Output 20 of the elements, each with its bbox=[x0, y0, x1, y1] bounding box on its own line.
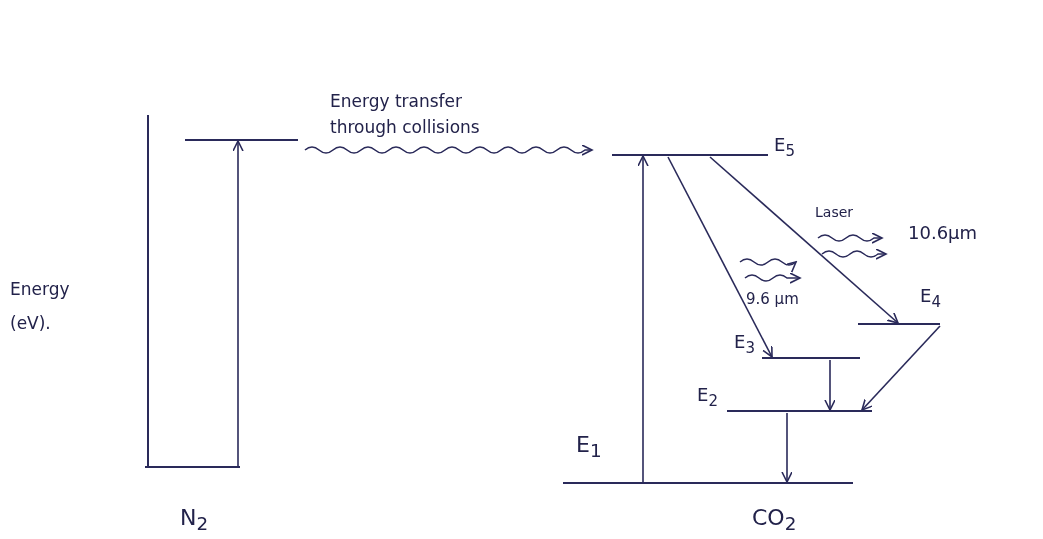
text-label: 10.6µm bbox=[908, 222, 978, 243]
transition-arrow bbox=[637, 155, 649, 483]
transition-arrow bbox=[232, 140, 244, 467]
text-label: Energy (eV). bbox=[10, 278, 71, 335]
text-label: Laser bbox=[815, 204, 854, 220]
edge-label: Energy transfer through collisions bbox=[330, 90, 481, 139]
transition-arrow bbox=[824, 359, 836, 411]
text-label: 9.6 µm bbox=[746, 290, 799, 308]
level-name: E$_{4}$ bbox=[920, 285, 941, 311]
text-label: CO$_{2}$ bbox=[752, 505, 797, 535]
transition-arrow bbox=[709, 156, 899, 324]
level-name: E$_{3}$ bbox=[734, 331, 755, 357]
transition-arrow bbox=[861, 325, 941, 411]
text-label: N$_{2}$ bbox=[180, 505, 209, 535]
transition-arrow bbox=[667, 156, 773, 358]
level-name: E$_{5}$ bbox=[774, 134, 795, 160]
transition-arrow bbox=[781, 412, 793, 483]
level-name: E$_{2}$ bbox=[697, 384, 718, 410]
wavy-arrow bbox=[304, 144, 593, 156]
text-label: E$_{1}$ bbox=[576, 432, 602, 462]
